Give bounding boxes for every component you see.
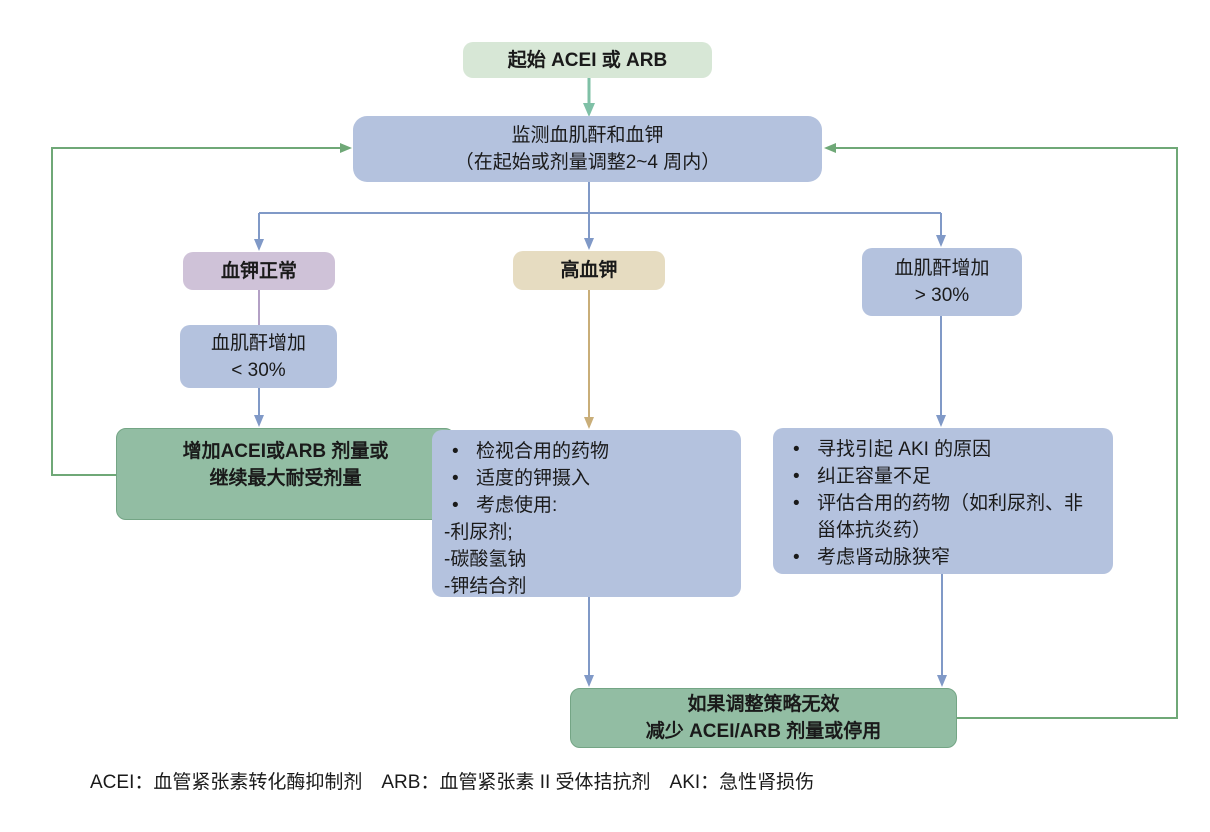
list-item: 评估合用的药物（如利尿剂、非甾体抗炎药）: [785, 490, 1099, 544]
monitor-line2: （在起始或剂量调整2~4 周内）: [454, 152, 721, 173]
creatinine-gt30-line2: > 30%: [914, 285, 970, 306]
monitor-node: 监测血肌酐和血钾 （在起始或剂量调整2~4 周内）: [353, 116, 822, 182]
list-item: 寻找引起 AKI 的原因: [785, 436, 1099, 463]
increase-dose-line2: 继续最大耐受剂量: [209, 468, 362, 489]
list-item: 检视合用的药物: [444, 438, 609, 465]
list-item: -利尿剂;: [444, 522, 513, 543]
hyperkalemia-label: 高血钾: [560, 260, 618, 281]
abbreviation-legend: ACEI：血管紧张素转化酶抑制剂 ARB：血管紧张素 II 受体拮抗剂 AKI：…: [90, 772, 815, 793]
reduce-stop-line1: 如果调整策略无效: [687, 694, 840, 715]
creatinine-lt30-node: 血肌酐增加 < 30%: [180, 325, 337, 388]
normal-potassium-label: 血钾正常: [220, 260, 297, 282]
aki-action-list: 寻找引起 AKI 的原因 纠正容量不足 评估合用的药物（如利尿剂、非甾体抗炎药）…: [785, 436, 1099, 571]
feedback-loop-right: [824, 143, 1178, 719]
list-item: -钾结合剂: [444, 576, 527, 597]
start-label: 起始 ACEI 或 ARB: [507, 49, 668, 71]
hyperkalemia-node: 高血钾: [513, 251, 665, 290]
start-node: 起始 ACEI 或 ARB: [463, 42, 712, 78]
aki-actions-node: 寻找引起 AKI 的原因 纠正容量不足 评估合用的药物（如利尿剂、非甾体抗炎药）…: [773, 428, 1113, 574]
creatinine-gt30-line1: 血肌酐增加: [894, 258, 990, 279]
feedback-loop-left: [51, 143, 352, 476]
reduce-stop-line2: 减少 ACEI/ARB 剂量或停用: [645, 721, 882, 742]
list-item: 考虑肾动脉狭窄: [785, 544, 1099, 571]
list-item: 纠正容量不足: [785, 463, 1099, 490]
creatinine-lt30-line2: < 30%: [231, 359, 286, 381]
normal-potassium-node: 血钾正常: [183, 252, 335, 290]
list-item: 考虑使用:: [444, 492, 609, 519]
hyperkalemia-action-list: 检视合用的药物 适度的钾摄入 考虑使用:: [444, 438, 609, 519]
branch-tree-line: [259, 182, 941, 214]
list-item: 适度的钾摄入: [444, 465, 609, 492]
increase-dose-node: 增加ACEI或ARB 剂量或 继续最大耐受剂量: [116, 428, 455, 520]
hyperkalemia-option-list: -利尿剂; -碳酸氢钠 -钾结合剂: [444, 519, 526, 600]
list-item: -碳酸氢钠: [444, 549, 527, 570]
monitor-line1: 监测血肌酐和血钾: [511, 125, 664, 146]
creatinine-gt30-node: 血肌酐增加 > 30%: [862, 248, 1022, 316]
reduce-stop-node: 如果调整策略无效 减少 ACEI/ARB 剂量或停用: [570, 688, 957, 748]
creatinine-lt30-line1: 血肌酐增加: [210, 332, 306, 354]
hyperkalemia-actions-node: 检视合用的药物 适度的钾摄入 考虑使用: -利尿剂; -碳酸氢钠 -钾结合剂: [432, 430, 741, 597]
increase-dose-line1: 增加ACEI或ARB 剂量或: [182, 441, 389, 462]
